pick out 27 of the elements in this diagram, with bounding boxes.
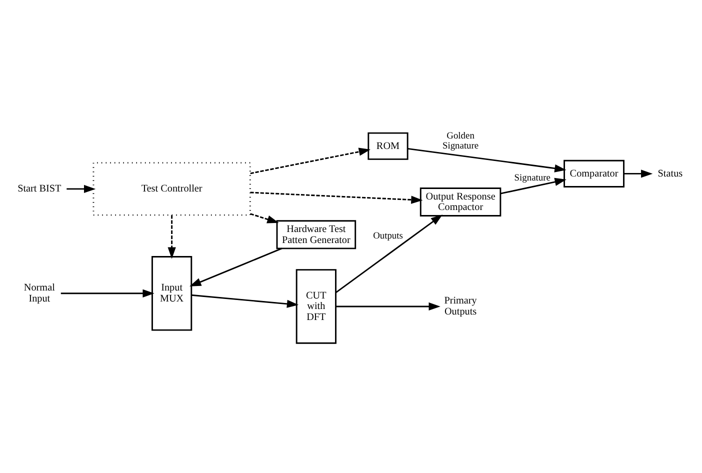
arrow bbox=[168, 214, 176, 258]
node-box: Comparator bbox=[564, 159, 624, 187]
arrow bbox=[250, 212, 279, 223]
edge-label: Signature bbox=[514, 173, 550, 184]
edge-label: Outputs bbox=[373, 231, 403, 242]
arrow bbox=[191, 294, 299, 308]
arrow bbox=[336, 302, 440, 310]
node-text: Primary Outputs bbox=[444, 295, 477, 318]
arrow bbox=[66, 184, 96, 192]
node-box: Test Controller bbox=[92, 162, 251, 216]
node-box: CUT with DFT bbox=[296, 268, 336, 344]
node-box: ROM bbox=[368, 132, 408, 160]
node-text: Status bbox=[658, 168, 683, 179]
node-box: Hardware Test Patten Generator bbox=[276, 220, 356, 249]
arrow bbox=[408, 147, 566, 172]
arrow bbox=[500, 177, 566, 194]
arrow bbox=[189, 247, 282, 286]
node-box: Output Response Compactor bbox=[420, 187, 502, 216]
node-text: Normal Input bbox=[24, 282, 55, 304]
arrow bbox=[250, 191, 423, 204]
node-text: Start BIST bbox=[18, 183, 62, 194]
arrow bbox=[250, 147, 370, 174]
edge-label: Golden Signature bbox=[442, 130, 479, 152]
node-box: Input MUX bbox=[152, 256, 192, 330]
arrow bbox=[624, 169, 653, 178]
arrow bbox=[60, 288, 154, 297]
arrow bbox=[335, 214, 443, 293]
